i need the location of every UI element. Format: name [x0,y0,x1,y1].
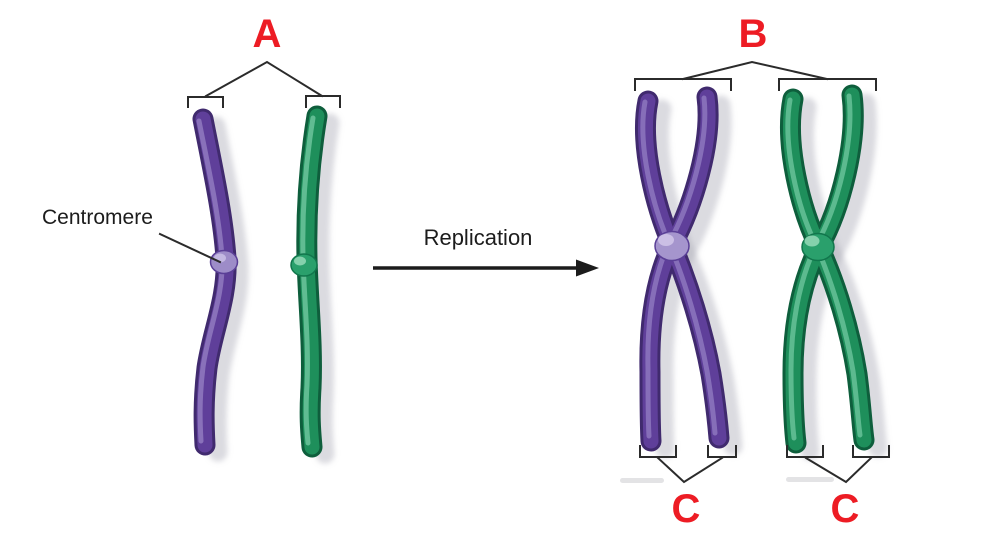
replicated-purple-chromosome [635,86,730,452]
c-pointer-lines-green [804,456,873,484]
unreplicated-purple-chromosome [192,108,239,456]
purple-centromere-replicated [654,230,690,262]
label-a: A [252,12,282,56]
replication-label: Replication [423,225,533,250]
bracket-replicated-green-top [778,78,877,91]
centromere-leader-line [158,232,222,264]
purple-centromere [209,249,239,275]
bracket-replicated-purple-top [634,78,732,91]
bracket-green-chromatid-left [786,445,824,458]
chromosome-shadows [206,93,888,464]
unreplicated-green-chromosome [290,105,328,458]
replicated-green-chromosome [780,84,875,454]
annotation-lines [158,60,890,484]
replication-arrow [373,259,599,277]
green-centromere [290,253,318,277]
bracket-green-top [305,95,341,108]
bracket-purple-top [187,96,224,108]
label-b: B [738,12,768,56]
centromere-label: Centromere [42,206,153,229]
faint-smudges [620,477,834,483]
label-c-green: C [830,487,860,531]
c-pointer-lines-purple [656,456,724,484]
a-pointer-lines [204,60,324,98]
b-pointer-lines [681,60,829,81]
label-c-purple: C [671,487,701,531]
